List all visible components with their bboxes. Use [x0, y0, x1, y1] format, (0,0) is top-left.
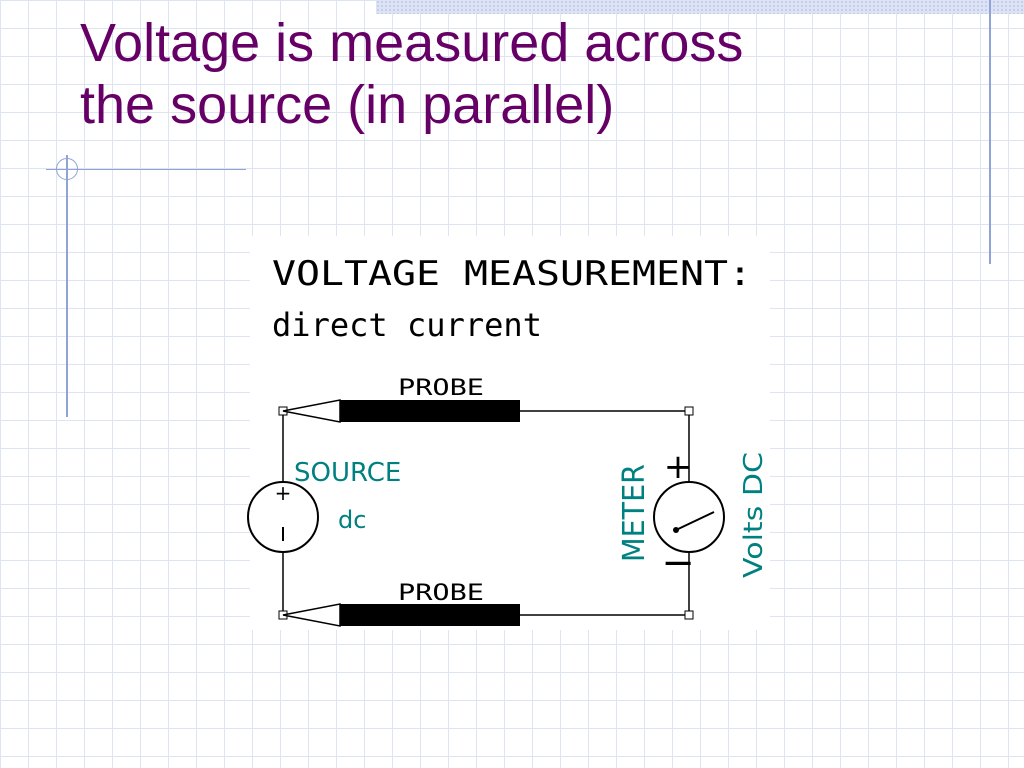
source-type-label: dc — [338, 506, 366, 534]
slide-title: Voltage is measured across the source (i… — [80, 12, 980, 136]
probe-top — [282, 399, 520, 423]
slide-title-line-1: Voltage is measured across — [80, 13, 744, 73]
decorative-horizontal-line — [46, 169, 246, 170]
decorative-pattern-block — [376, 0, 1024, 14]
probe-bottom-label: PROBE — [398, 581, 484, 606]
source-label: SOURCE — [294, 458, 401, 488]
meter-minus-sign: − — [661, 540, 695, 586]
diagram-heading: VOLTAGE MEASUREMENT: — [272, 254, 752, 294]
source-symbol: + — [247, 481, 319, 553]
diagram-panel — [250, 236, 770, 630]
decorative-vertical-line-right — [989, 0, 991, 264]
slide-title-line-2: the source (in parallel) — [80, 75, 615, 135]
source-plus-sign: + — [275, 481, 292, 505]
meter-label: METER — [617, 464, 652, 562]
meter-units-label: Volts DC — [739, 452, 769, 578]
decorative-circle-icon — [56, 158, 78, 180]
circuit-wires — [282, 410, 690, 616]
meter-symbol — [653, 481, 725, 553]
meter-plus-sign: + — [664, 447, 693, 487]
diagram-subheading: direct current — [272, 306, 542, 344]
decorative-vertical-line-left — [66, 155, 68, 417]
probe-bottom — [282, 603, 520, 627]
probe-top-label: PROBE — [398, 376, 484, 401]
